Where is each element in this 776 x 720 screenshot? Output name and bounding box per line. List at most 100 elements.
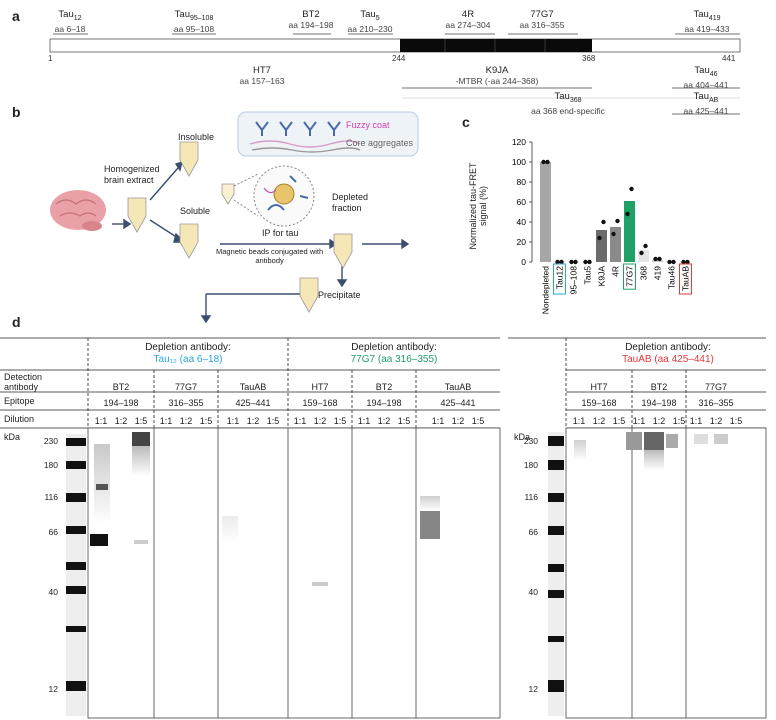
label-soluble: Soluble xyxy=(180,206,211,216)
dilution-1-0: 1:1 xyxy=(159,416,173,426)
epitope-4: 194–198 xyxy=(366,398,402,408)
dilution-0-0: 1:1 xyxy=(572,416,586,426)
epitope-2: 316–355 xyxy=(698,398,734,408)
dilution-5-2: 1:5 xyxy=(471,416,485,426)
detection-antibody-1: 77G7 xyxy=(174,382,198,392)
mw-230-right: 230 xyxy=(523,436,538,446)
x-label-4R: 4R xyxy=(611,266,621,277)
dilution-4-0: 1:1 xyxy=(357,416,371,426)
chart-ylabel: Normalized tau-FRET signal (%) xyxy=(468,162,488,250)
panel-letter-d: d xyxy=(12,314,21,330)
box-Tau12 xyxy=(553,263,566,295)
bar-K9JA xyxy=(596,230,607,262)
bar-77G7 xyxy=(624,201,635,262)
label-core-aggregates: Core aggregates xyxy=(346,138,414,148)
bar-pos-1: 1 xyxy=(48,54,53,63)
label-insoluble: Insoluble xyxy=(178,132,215,142)
detection-antibody-3: HT7 xyxy=(311,382,329,392)
point-Tau12-0 xyxy=(555,259,560,265)
y-tick-label: 20 xyxy=(517,237,527,247)
panel-letter-b: b xyxy=(12,104,21,120)
point-Tau5-1 xyxy=(587,259,592,265)
box-TauAB xyxy=(679,263,692,295)
label-tau419: Tau419 aa 419–433 xyxy=(684,9,730,34)
x-label-K9JA: K9JA xyxy=(597,266,607,287)
y-tick-label: 120 xyxy=(512,137,526,147)
mw-230: 230 xyxy=(43,436,58,446)
epitope-1: 194–198 xyxy=(641,398,677,408)
epitope-0: 159–168 xyxy=(581,398,617,408)
dilution-4-2: 1:5 xyxy=(397,416,411,426)
point-4R-1 xyxy=(615,218,620,224)
mw-180: 180 xyxy=(43,460,58,470)
point-77G7-1 xyxy=(629,186,634,192)
panel-letter-c: c xyxy=(462,114,470,130)
x-label-Tau12: Tau12 xyxy=(555,266,565,289)
dilution-1-1: 1:2 xyxy=(652,416,666,426)
point-K9JA-0 xyxy=(597,235,602,241)
point-Tau5-0 xyxy=(583,259,588,265)
bar-pos-244: 244 xyxy=(392,54,406,63)
label-tau95-108: Tau95–108 aa 95–108 xyxy=(173,9,215,34)
dilution-2-1: 1:2 xyxy=(246,416,260,426)
mw-180-right: 180 xyxy=(523,460,538,470)
dilution-0-0: 1:1 xyxy=(94,416,108,426)
epitope-1: 316–355 xyxy=(168,398,204,408)
label-77g7: 77G7 aa 316–355 xyxy=(519,9,565,31)
point-419-0 xyxy=(653,256,658,262)
detection-antibody-0: HT7 xyxy=(590,382,608,392)
dilution-1-2: 1:5 xyxy=(199,416,213,426)
dilution-5-1: 1:2 xyxy=(451,416,465,426)
brain-icon xyxy=(50,190,106,231)
dilution-2-0: 1:1 xyxy=(689,416,703,426)
dilution-5-0: 1:1 xyxy=(431,416,445,426)
panel-letter-a: a xyxy=(12,8,20,24)
label-precipitate: Precipitate xyxy=(318,290,361,300)
point-Nondepleted-1 xyxy=(545,159,550,165)
dilution-1-2: 1:5 xyxy=(672,416,686,426)
row-epitope-label: Epitope xyxy=(4,396,35,406)
label-ht7: HT7 aa 157–163 xyxy=(239,65,285,87)
label-depleted-fraction: Depleted fraction xyxy=(332,192,369,213)
dilution-1-0: 1:1 xyxy=(632,416,646,426)
epitope-0: 194–198 xyxy=(103,398,139,408)
row-dilution-label: Dilution xyxy=(4,414,35,424)
x-label-368: 368 xyxy=(639,266,649,280)
point-TauAB-0 xyxy=(681,259,686,265)
point-Tau12-1 xyxy=(559,259,564,265)
x-label-419: 419 xyxy=(653,266,663,280)
label-ip-for-tau: IP for tau xyxy=(262,228,299,238)
mw-116-right: 116 xyxy=(524,492,538,502)
bar-pos-441: 441 xyxy=(722,54,736,63)
point-Tau46-0 xyxy=(667,259,672,265)
dilution-3-0: 1:1 xyxy=(293,416,307,426)
y-tick-label: 80 xyxy=(517,177,527,187)
point-419-1 xyxy=(657,256,662,262)
label-tau368: Tau368 aa 368 end-specific xyxy=(531,91,605,116)
dilution-2-2: 1:5 xyxy=(729,416,743,426)
point-Nondepleted-0 xyxy=(541,159,546,165)
bar-419 xyxy=(652,260,663,262)
right-blot-grid xyxy=(508,337,767,719)
detection-antibody-4: BT2 xyxy=(375,382,393,392)
dilution-3-1: 1:2 xyxy=(313,416,327,426)
dilution-2-2: 1:5 xyxy=(266,416,280,426)
kda-label-right: kDa xyxy=(514,432,531,442)
x-label-TauAB: TauAB xyxy=(681,266,691,291)
bar-Nondepleted xyxy=(540,162,551,262)
detection-antibody-2: TauAB xyxy=(239,382,267,392)
bar-pos-368: 368 xyxy=(582,54,596,63)
dilution-3-2: 1:5 xyxy=(333,416,347,426)
label-4r: 4R aa 274–304 xyxy=(445,9,491,31)
box-77G7 xyxy=(623,263,636,290)
dilution-0-1: 1:2 xyxy=(114,416,128,426)
label-homogenized: Homogenized brain extract xyxy=(104,164,160,185)
point-95–108-0 xyxy=(569,259,574,265)
row-detection-label: Detection antibody xyxy=(4,372,43,392)
mw-66: 66 xyxy=(48,527,58,537)
epitope-5: 425–441 xyxy=(440,398,476,408)
point-Tau46-1 xyxy=(671,259,676,265)
label-fuzzy-coat: Fuzzy coat xyxy=(346,120,390,130)
detection-antibody-1: BT2 xyxy=(650,382,668,392)
